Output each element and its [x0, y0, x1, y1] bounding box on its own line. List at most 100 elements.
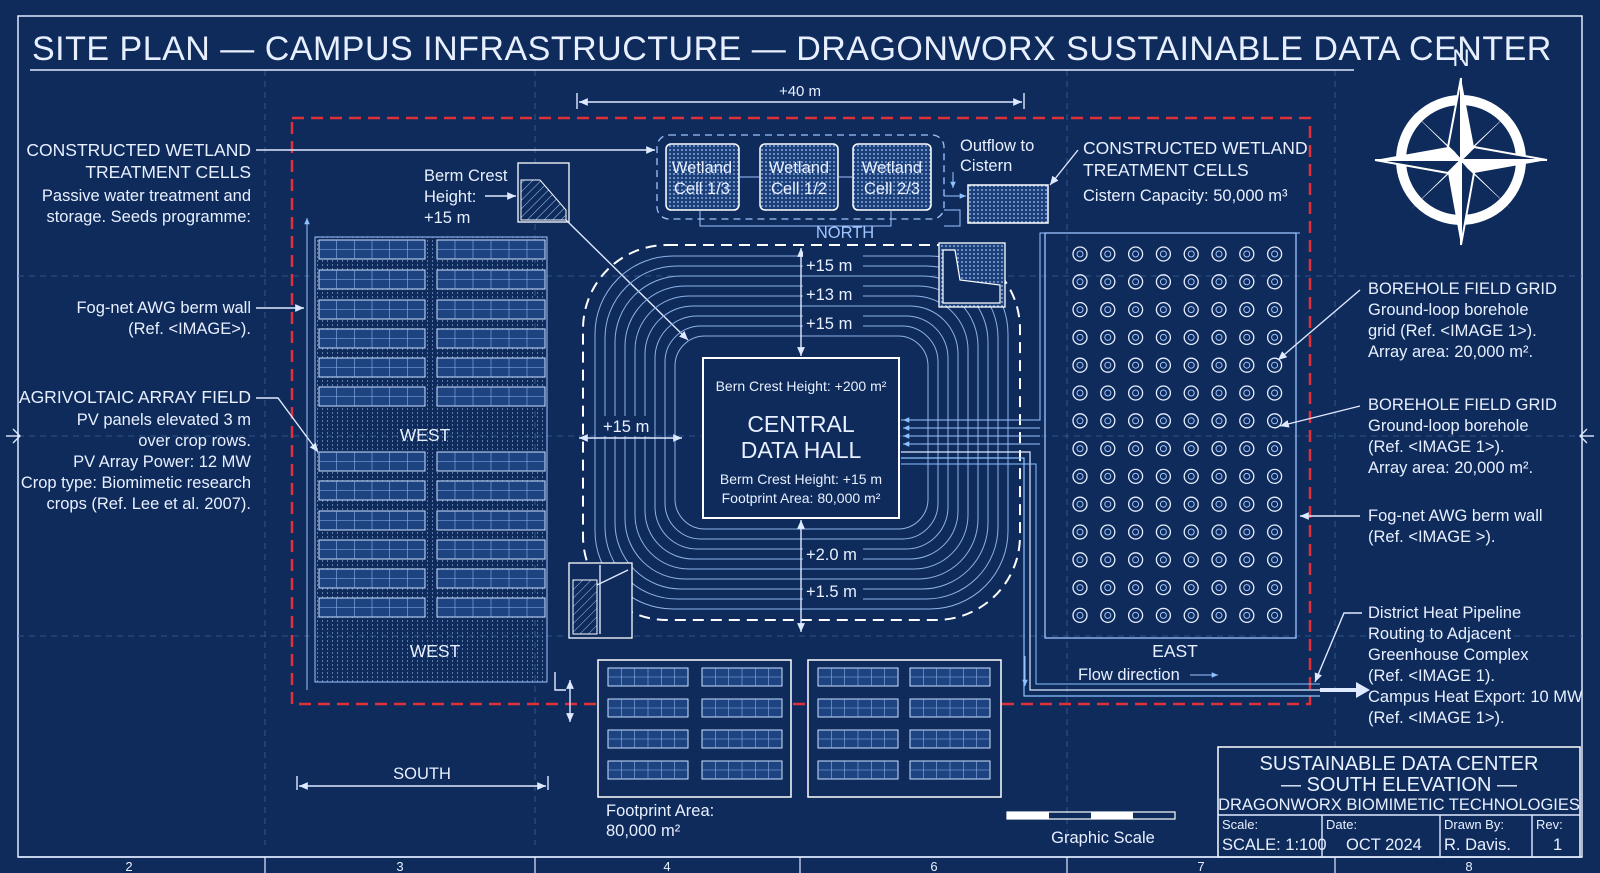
dimension-label: +2.0 m	[806, 546, 857, 564]
borehole	[1211, 524, 1227, 540]
borehole	[1072, 274, 1088, 290]
borehole	[1072, 524, 1088, 540]
borehole	[1155, 524, 1172, 540]
borehole	[1266, 496, 1283, 512]
borehole	[1155, 329, 1172, 346]
borehole	[1211, 440, 1227, 457]
dimension-top-span: +40 m	[576, 83, 1025, 109]
hall-top-note: Bern Crest Height: +200 m²	[716, 378, 887, 394]
borehole	[1127, 274, 1144, 290]
borehole	[1072, 329, 1088, 346]
north-zone-label: NORTH	[816, 224, 874, 242]
date-value: OCT 2024	[1346, 836, 1422, 854]
borehole	[1100, 579, 1116, 596]
borehole	[1211, 301, 1227, 318]
zone-label-east: EAST	[1152, 641, 1198, 661]
north-letter: N	[1452, 45, 1469, 72]
grid-number: 7	[1197, 859, 1204, 873]
zone-label-west: WEST	[400, 425, 451, 445]
borehole	[1100, 496, 1116, 512]
borehole	[1266, 274, 1283, 290]
borehole	[1127, 440, 1144, 457]
grid-number: 6	[930, 859, 937, 873]
borehole	[1127, 496, 1144, 512]
drawn-by-value: R. Davis.	[1444, 836, 1511, 854]
section-marker-left-icon	[6, 428, 21, 444]
berm-corner-inset-ne	[938, 242, 1006, 308]
graphic-scale: Graphic Scale	[1006, 811, 1176, 847]
borehole	[1183, 468, 1199, 485]
section-marker-right-icon	[1579, 428, 1594, 444]
borehole	[1100, 357, 1116, 373]
borehole	[1239, 468, 1255, 485]
revision-value: 1	[1553, 836, 1562, 854]
borehole	[1127, 552, 1144, 568]
borehole	[1266, 440, 1283, 457]
borehole	[1127, 385, 1144, 401]
borehole	[1266, 357, 1283, 373]
dimension-label-top: +40 m	[779, 83, 821, 100]
dimension-label: +15 m	[806, 315, 852, 333]
borehole	[1266, 579, 1283, 596]
site-boundary	[290, 116, 1312, 706]
borehole	[1211, 468, 1227, 485]
footprint-area-note: Footprint Area:80,000 m²	[606, 802, 714, 840]
borehole	[1155, 246, 1172, 262]
borehole	[1155, 496, 1172, 512]
borehole	[1239, 246, 1255, 262]
borehole	[1211, 607, 1227, 624]
grid-number: 4	[663, 859, 670, 873]
title-block-line2: — SOUTH ELEVATION —	[1281, 774, 1517, 796]
borehole	[1155, 413, 1172, 429]
borehole	[1127, 357, 1144, 373]
callout-fognet-left: Fog-net AWG berm wall(Ref. <IMAGE>).	[76, 299, 304, 338]
grid-number: 2	[125, 859, 132, 873]
borehole-field-east: EAST Flow direction	[1022, 232, 1297, 686]
borehole	[1100, 607, 1116, 624]
borehole	[1100, 246, 1116, 262]
borehole	[1072, 301, 1088, 318]
borehole	[1072, 607, 1088, 624]
borehole	[1183, 385, 1199, 401]
borehole	[1127, 579, 1144, 596]
borehole	[1072, 413, 1088, 429]
borehole	[1155, 607, 1172, 624]
north-arrow-compass-icon: N	[1374, 45, 1548, 246]
borehole	[1127, 524, 1144, 540]
borehole	[1211, 579, 1227, 596]
borehole	[1072, 496, 1088, 512]
borehole	[1183, 579, 1199, 596]
borehole	[1072, 440, 1088, 457]
borehole	[1239, 301, 1255, 318]
borehole	[1072, 552, 1088, 568]
borehole	[1183, 301, 1199, 318]
callout-agrivoltaic-left: AGRIVOLTAIC ARRAY FIELD PV panels elevat…	[19, 387, 319, 513]
borehole	[1239, 385, 1255, 401]
callout-body: Fog-net AWG berm wall(Ref. <IMAGE >).	[1368, 507, 1543, 546]
borehole	[1072, 468, 1088, 485]
borehole	[1100, 385, 1116, 401]
agrivoltaic-field-west: WEST WEST	[304, 218, 548, 690]
agrivoltaic-field-south	[554, 659, 1002, 798]
borehole	[1100, 440, 1116, 457]
dimension-label: +13 m	[806, 286, 852, 304]
borehole	[1266, 301, 1283, 318]
borehole	[1155, 468, 1172, 485]
title-block-company: DRAGONWORX BIOMIMETIC TECHNOLOGIES	[1218, 796, 1580, 814]
borehole	[1239, 357, 1255, 373]
borehole	[1100, 468, 1116, 485]
hall-footprint: Footprint Area: 80,000 m²	[722, 490, 881, 506]
heat-pipes	[901, 232, 1370, 698]
borehole	[1239, 524, 1255, 540]
